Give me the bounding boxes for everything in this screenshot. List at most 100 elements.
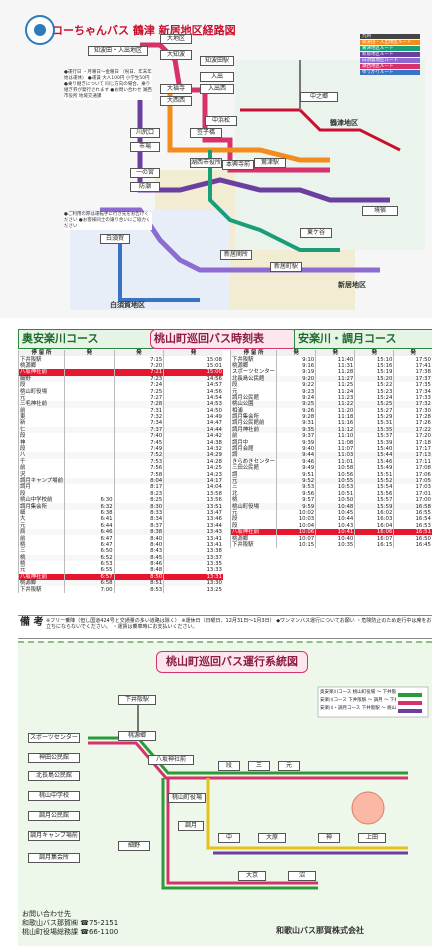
- stop-name: 下井阪駅: [229, 541, 277, 549]
- departure-time: 7:56: [113, 465, 164, 472]
- route-stop: 調月: [178, 821, 204, 831]
- stop-name: 段: [229, 516, 277, 523]
- map-stop: 湖西市役所: [190, 158, 222, 168]
- departure-time: 11:10: [315, 433, 355, 440]
- departure-time: 15:16: [354, 362, 394, 370]
- map-stop: 東ケ谷: [300, 228, 332, 238]
- departure-time: 13:58: [163, 490, 223, 497]
- departure-time: 9:31: [276, 420, 316, 427]
- departure-time: 17:35: [393, 381, 432, 389]
- departure-time: 17:22: [393, 426, 432, 434]
- departure-time: 16:02: [354, 509, 394, 517]
- departure-time: 16:06: [354, 528, 394, 536]
- route-stop: 中: [218, 833, 240, 843]
- departure-time: 11:08: [315, 439, 355, 446]
- departure-time: 6:47: [63, 535, 115, 542]
- departure-time: 7:45: [113, 439, 164, 446]
- stop-name: 段: [18, 381, 65, 389]
- departure-time: 7:20: [113, 362, 164, 370]
- route-stop: 大京: [238, 871, 266, 881]
- departure-time: 6:38: [63, 509, 115, 517]
- departure-time: 9:46: [276, 458, 316, 466]
- legend-item: 鷲津地区ルート: [360, 46, 420, 51]
- legend-item: 九州: [360, 34, 420, 39]
- departure-time: 8:25: [113, 496, 164, 504]
- departure-time: 6:55: [63, 567, 115, 574]
- departure-time: 15:49: [354, 465, 394, 472]
- map-stop: 新居町駅: [270, 262, 302, 272]
- departure-time: 11:31: [315, 362, 355, 370]
- map-legend: 九州 知波田・入出地区ルート 鷲津地区ルート 新居地区ルート 白須賀地区ルート …: [360, 33, 420, 76]
- map-stop: 一の宮: [130, 168, 160, 178]
- stop-name: 前: [18, 535, 65, 542]
- area-label: 鶴津地区: [330, 119, 358, 127]
- stop-name: 大: [18, 516, 65, 523]
- departure-time: 15:19: [354, 369, 394, 376]
- stop-name: 桃: [229, 496, 277, 504]
- departure-time: 9:10: [276, 356, 316, 363]
- departure-time: 8:45: [113, 554, 164, 561]
- departure-time: 8:43: [113, 548, 164, 555]
- stop-name: 八坂神社前: [18, 573, 65, 581]
- stop-name: 三田公民館: [229, 465, 277, 472]
- map-stop: 入出西: [200, 84, 234, 94]
- stop-name: 三: [229, 484, 277, 491]
- departure-time: 9:53: [276, 484, 316, 491]
- departure-time: 16:51: [393, 528, 432, 536]
- map-stop: 知波田駅: [200, 56, 234, 66]
- departure-time: 15:27: [354, 407, 394, 414]
- departure-time: 16:15: [354, 541, 394, 549]
- departure-time: 17:20: [393, 433, 432, 440]
- map-stop: 境宿: [362, 206, 398, 216]
- departure-time: 16:53: [393, 522, 432, 529]
- departure-time: [63, 420, 115, 427]
- contact-line: 桃山町役場総務課 ☎66-1100: [22, 928, 119, 936]
- departure-time: 11:28: [315, 369, 355, 376]
- departure-time: 11:27: [315, 375, 355, 382]
- map-stop: 大知波: [160, 50, 192, 60]
- departure-time: 9:49: [276, 465, 316, 472]
- departure-time: 10:55: [315, 477, 355, 485]
- departure-time: 6:52: [63, 554, 115, 561]
- stop-name: 細: [18, 509, 65, 517]
- departure-time: 16:07: [354, 535, 394, 542]
- departure-time: 14:56: [163, 388, 223, 395]
- departure-time: 17:03: [393, 484, 432, 491]
- departure-time: 6:57: [63, 573, 115, 581]
- departure-time: 13:41: [163, 535, 223, 542]
- departure-time: 17:30: [393, 407, 432, 414]
- departure-time: 13:44: [163, 522, 223, 529]
- departure-time: 15:01: [163, 362, 223, 370]
- departure-time: 11:18: [315, 413, 355, 421]
- stop-name: 北長島公民館: [229, 375, 277, 382]
- stop-name: 桃山中学校前: [18, 496, 65, 504]
- departure-time: 10:40: [315, 535, 355, 542]
- departure-time: 8:17: [113, 484, 164, 491]
- departure-time: 10:06: [276, 528, 316, 536]
- stop-name: 前: [18, 407, 65, 414]
- departure-time: 15:22: [354, 381, 394, 389]
- departure-time: 10:58: [315, 465, 355, 472]
- departure-time: 9:44: [276, 452, 316, 459]
- departure-time: 15:59: [354, 503, 394, 510]
- departure-time: 7:15: [113, 356, 164, 363]
- stop-name: 前: [229, 433, 277, 440]
- departure-time: 10:15: [276, 541, 316, 549]
- map-stop: 鷲津駅: [254, 158, 286, 168]
